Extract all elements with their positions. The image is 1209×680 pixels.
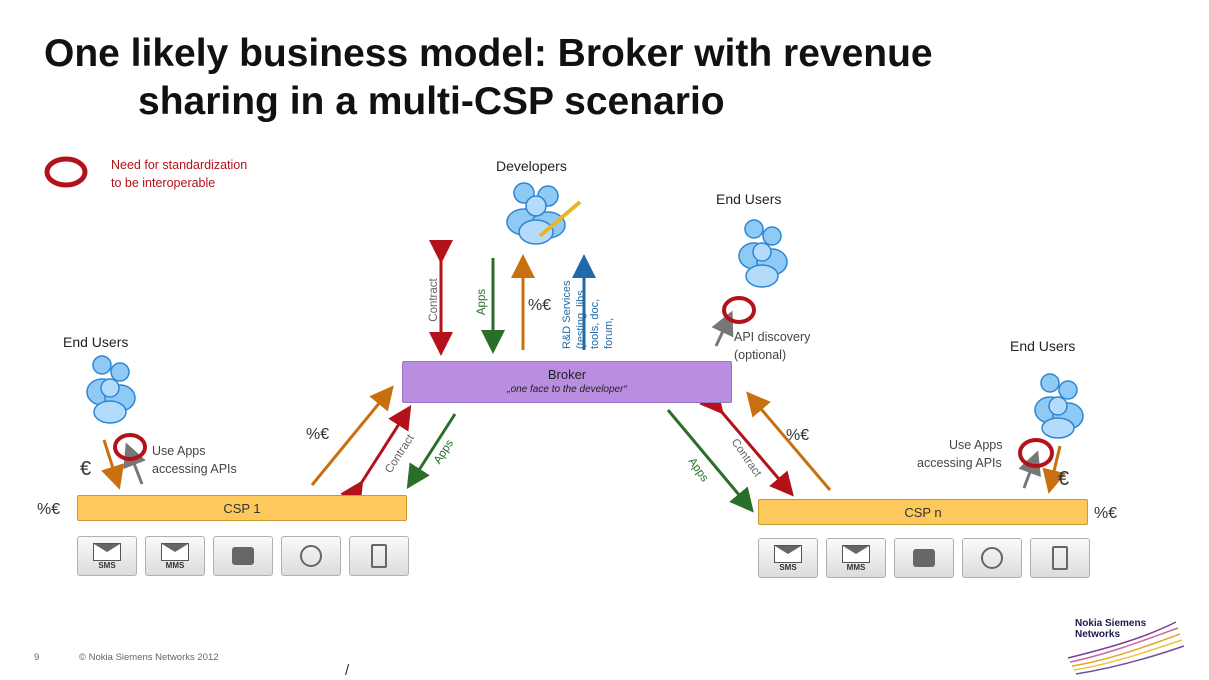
euro-label-right: € (1058, 468, 1070, 490)
logo-line-2: Networks (1075, 629, 1121, 640)
pct-euro-label-csp1: %€ (306, 426, 330, 443)
rd-line-2: (testing, libs, (575, 287, 587, 349)
rd-line-4: forum, (603, 317, 615, 349)
nsn-logo-swirl (1067, 621, 1185, 675)
apps-label-dev: Apps (476, 288, 488, 316)
legend-line-1: Need for standardization (111, 158, 248, 172)
use-apps-line-2: accessing APIs (152, 462, 237, 476)
device-service-icon (349, 536, 409, 576)
call-service-icon (213, 536, 273, 576)
sms-service-icon: SMS (758, 538, 818, 578)
legend-line-2: to be interoperable (111, 176, 216, 190)
end-users-label-top: End Users (716, 191, 782, 207)
api-discovery-line-1: API discovery (734, 330, 811, 344)
end-users-label-left: End Users (63, 334, 129, 350)
developers-icon (506, 182, 582, 245)
end-users-icon-left (86, 355, 136, 424)
title-line-2: sharing in a multi-CSP scenario (138, 80, 725, 123)
apps-arrow-cspn (666, 409, 754, 513)
pct-euro-label-dev: %€ (528, 297, 552, 314)
euro-arrow-right (1042, 445, 1066, 494)
broker-box: Broker „one face to the developer“ (402, 361, 732, 403)
pct-euro-label-cspn: %€ (786, 427, 810, 444)
std-ellipse-left (113, 433, 147, 461)
std-ellipse-top (722, 296, 756, 324)
end-users-icon-right (1034, 373, 1084, 439)
location-service-icon (281, 536, 341, 576)
footer-slash: / (345, 662, 350, 679)
use-apps-line-1: Use Apps (152, 444, 206, 458)
csp-1-box: CSP 1 (77, 495, 407, 521)
legend-text: Need for standardization to be interoper… (111, 156, 247, 192)
mms-service-icon: MMS (826, 538, 886, 578)
pct-euro-label-left: %€ (37, 501, 61, 518)
rd-line-1: R&D Services (561, 280, 573, 349)
location-service-icon (962, 538, 1022, 578)
rd-line-3: tools, doc, (589, 298, 601, 349)
legend-ellipse (44, 156, 88, 188)
contract-label-dev: Contract (428, 278, 440, 322)
developers-label: Developers (496, 158, 567, 174)
device-service-icon (1030, 538, 1090, 578)
csp-n-box: CSP n (758, 499, 1088, 525)
broker-subtitle: „one face to the developer“ (507, 384, 627, 395)
euro-arrow-left (101, 439, 124, 490)
apps-arrow-csp1 (406, 413, 457, 490)
end-users-label-right: End Users (1010, 338, 1076, 354)
revenue-arrow-cspn (746, 391, 832, 491)
nsn-logo-text: Nokia Siemens Networks (1075, 618, 1146, 640)
use-apps-line-1: Use Apps (949, 438, 1003, 452)
contract-arrow-cspn (699, 388, 794, 497)
rd-services-label: R&D Services (testing, libs, tools, doc,… (550, 253, 640, 351)
api-discovery-arrow (711, 310, 734, 347)
api-discovery-label: API discovery (optional) (734, 328, 810, 364)
use-apps-label-left: Use Apps accessing APIs (152, 442, 237, 478)
call-service-icon (894, 538, 954, 578)
end-users-icon-top (738, 219, 788, 288)
use-apps-line-2: accessing APIs (917, 456, 1002, 470)
pct-euro-label-right: %€ (1094, 505, 1118, 522)
broker-label: Broker (547, 367, 587, 382)
use-arrow-right (1018, 450, 1041, 489)
logo-line-1: Nokia Siemens (1075, 618, 1147, 629)
euro-label-left: € (80, 458, 92, 480)
std-ellipse-right (1018, 438, 1054, 468)
use-apps-label-right: Use Apps accessing APIs (917, 436, 1003, 472)
title-line-1: One likely business model: Broker with r… (44, 32, 933, 75)
copyright: © Nokia Siemens Networks 2012 (79, 652, 219, 663)
page-number: 9 (34, 652, 40, 663)
api-discovery-line-2: (optional) (734, 348, 787, 362)
slide-title: One likely business model: Broker with r… (44, 30, 933, 126)
use-arrow-left (123, 442, 146, 485)
mms-service-icon: MMS (145, 536, 205, 576)
contract-arrow-csp1 (340, 404, 412, 507)
sms-service-icon: SMS (77, 536, 137, 576)
